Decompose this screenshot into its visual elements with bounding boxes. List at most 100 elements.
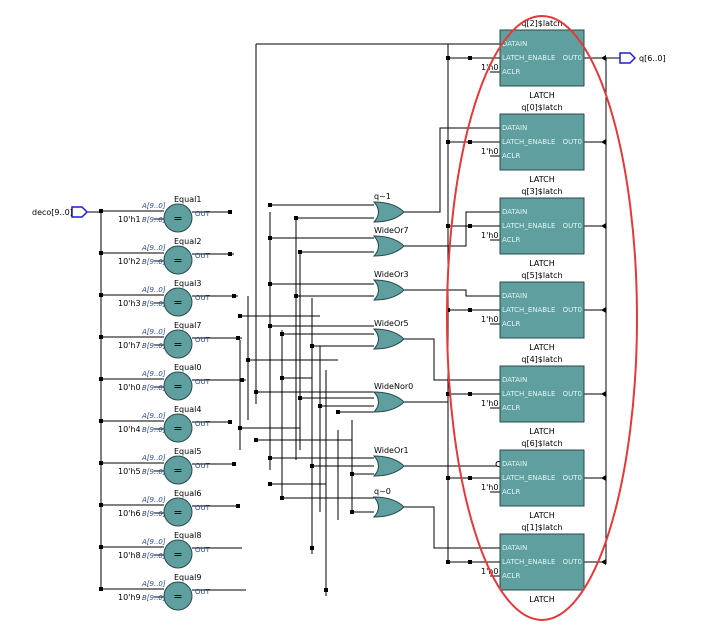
wire-junction [268,282,272,286]
gate-output-wire [404,506,500,549]
or-gate-body [372,328,405,350]
latch-name: q[6]$latch [521,439,562,448]
datain-pin: DATAIN [502,544,527,552]
wire-junction [468,224,472,228]
latch-enable-pin: LATCH_ENABLE [502,54,555,62]
datain-pin: DATAIN [502,124,527,132]
constant-label: 10'h1 [118,215,141,224]
latch-5[interactable]: q[6]$latchDATAINLATCH_ENABLEACLROUT0LATC… [481,439,585,520]
or-gate[interactable]: WideOr1 [372,446,409,477]
wire-junction [468,392,472,396]
aclr-pin: ACLR [502,404,520,412]
out-label: OUT [195,252,211,260]
or-gate[interactable]: WideNor0 [372,382,413,413]
equal-symbol: = [173,380,182,393]
or-gate-body [372,201,405,223]
comparator-body [163,581,193,611]
equal-symbol: = [173,422,182,435]
latch-type: LATCH [529,427,555,436]
latch-3[interactable]: q[5]$latchDATAINLATCH_ENABLEACLROUT0LATC… [481,271,585,352]
or-gate-label: q~1 [374,192,391,201]
gate-output-wire [404,289,500,297]
constant-label: 10'h8 [118,551,141,560]
latch-body [499,197,585,255]
latch-body [499,29,585,87]
latch-0[interactable]: q[2]$latchDATAINLATCH_ENABLEACLROUT0LATC… [481,19,585,100]
out-label: OUT [195,378,211,386]
comparator-name: Equal5 [174,447,201,456]
wire-junction [254,438,258,442]
wire-junction [268,203,272,207]
or-gate[interactable]: q~0 [372,487,405,518]
wire-junction [232,462,236,466]
latch-6[interactable]: q[1]$latchDATAINLATCH_ENABLEACLROUT0LATC… [481,523,585,604]
latch-enable-pin: LATCH_ENABLE [502,222,555,230]
input-port-label: deco[9..0] [32,208,73,217]
gate-output-wire [404,211,500,247]
latch-2[interactable]: q[3]$latchDATAINLATCH_ENABLEACLROUT0LATC… [481,187,585,268]
arrow-icon [601,391,606,397]
constant-label: 10'h6 [118,509,141,518]
or-gate-label: q~0 [374,487,391,496]
input-port-deco[interactable]: deco[9..0] [32,206,89,218]
out-label: OUT [195,546,211,554]
latch-layer: q[2]$latchDATAINLATCH_ENABLEACLROUT0LATC… [481,19,585,604]
latch-name: q[4]$latch [521,355,562,364]
constant-label: 10'h5 [118,467,141,476]
wire-junction [336,410,340,414]
latch-1[interactable]: q[0]$latchDATAINLATCH_ENABLEACLROUT0LATC… [481,103,585,184]
wire-junction [99,335,103,339]
equal-symbol: = [173,296,182,309]
or-gate-body [372,455,405,477]
latch-type: LATCH [529,91,555,100]
comparator-body [163,287,193,317]
output-port-q[interactable]: q[6..0] [619,52,666,64]
comparator-name: Equal1 [174,195,201,204]
or-gate[interactable]: q~1 [372,192,405,223]
or-gate-body [372,496,405,518]
wire-junction [99,293,103,297]
wire-junction [268,324,272,328]
wire-junction [228,420,232,424]
wire-junction [246,358,250,362]
aclr-pin: ACLR [502,572,520,580]
wire-junction [468,476,472,480]
arrow-icon [601,559,606,565]
wire-junction [280,376,284,380]
latch-type: LATCH [529,595,555,604]
wire-junction [236,504,240,508]
comparator-name: Equal0 [174,363,201,372]
wire-junction [468,560,472,564]
or-gate[interactable]: WideOr3 [372,270,409,301]
latch-4[interactable]: q[4]$latchDATAINLATCH_ENABLEACLROUT0LATC… [481,355,585,436]
wire-junction [350,472,354,476]
constant-label: 10'h2 [118,257,141,266]
wire-junction [228,210,232,214]
wire-junction [310,344,314,348]
arrow-icon [601,475,606,481]
wire-junction [298,250,302,254]
wire-junction [268,236,272,240]
aclr-pin: ACLR [502,68,520,76]
highlight-ellipse [446,15,638,621]
wire-junction [99,503,103,507]
or-gate[interactable]: WideOr7 [372,226,409,257]
or-gate-body [372,235,405,257]
latch-type: LATCH [529,259,555,268]
port-b-label: B[9..0] [142,552,166,560]
or-gate[interactable]: WideOr5 [372,319,409,350]
equal-symbol: = [173,548,182,561]
wire-junction [99,419,103,423]
wire-junction [99,587,103,591]
